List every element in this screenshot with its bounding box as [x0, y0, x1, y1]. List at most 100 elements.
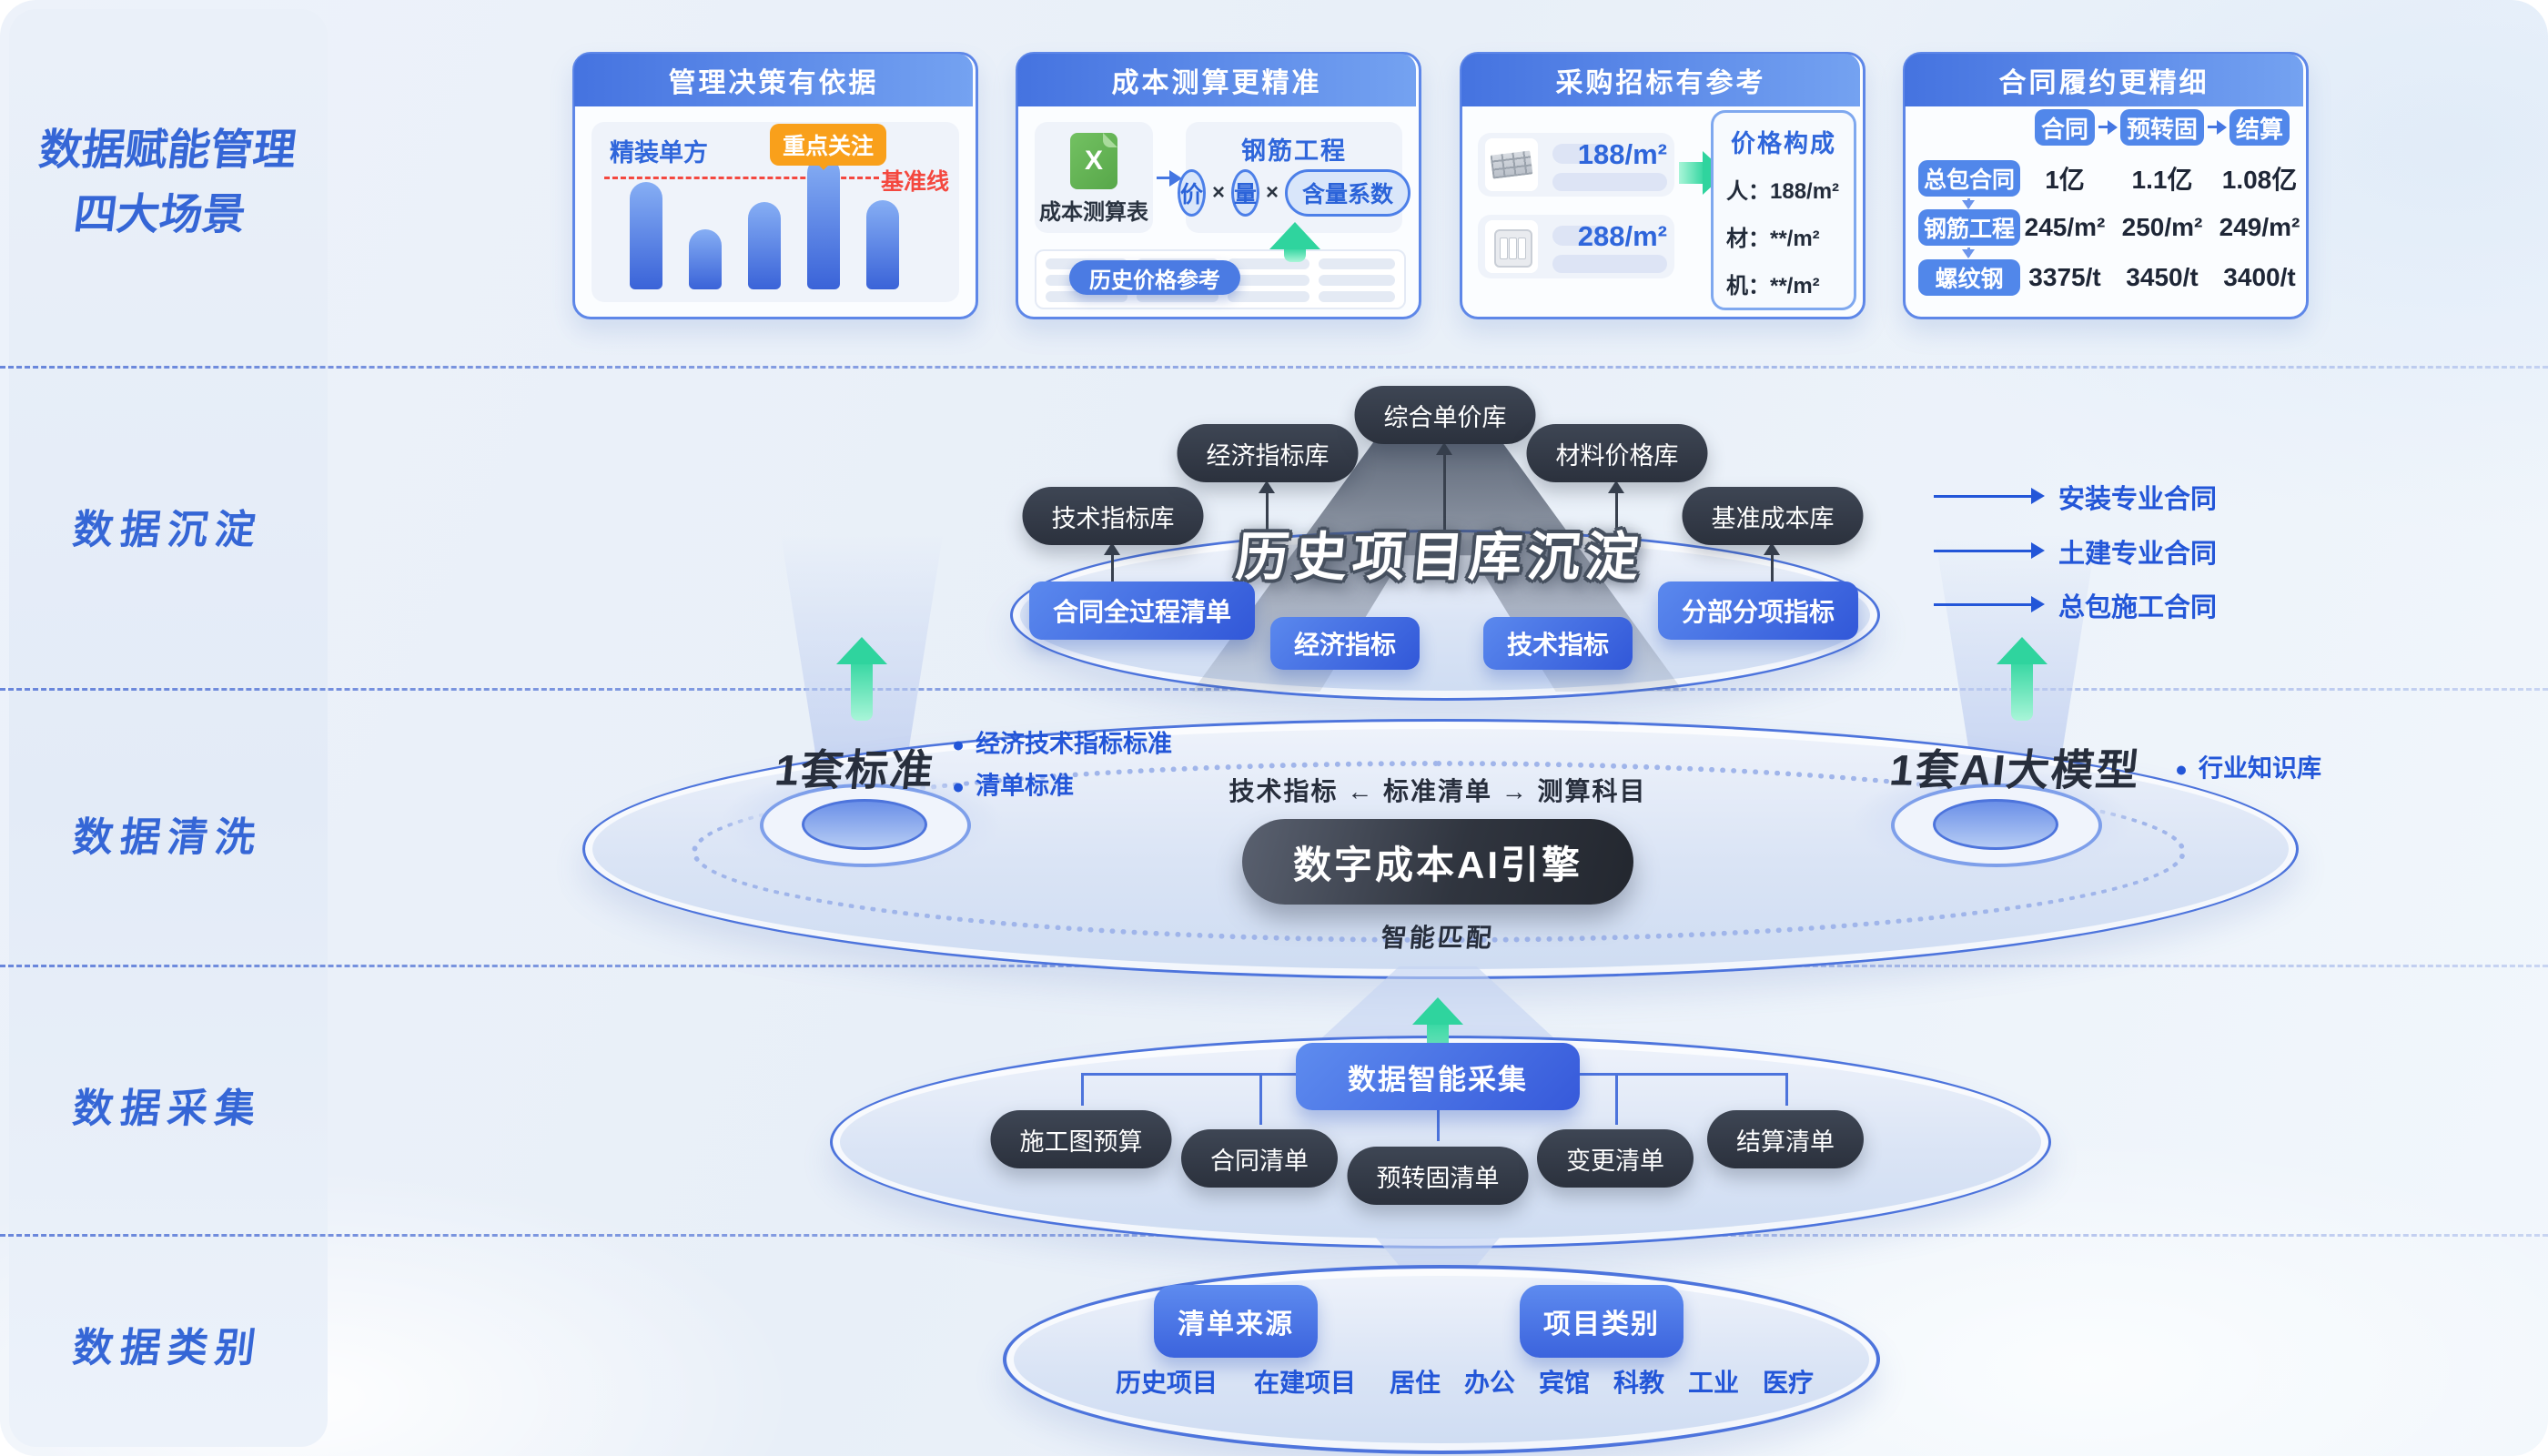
bullet-dot-icon — [2177, 765, 2186, 775]
list-item: 在建项目 — [1254, 1369, 1357, 1397]
connector-line — [1437, 1110, 1440, 1141]
table-cell: 1.1亿 — [2131, 166, 2193, 194]
pill-contract-process-list: 合同全过程清单 — [1028, 581, 1256, 640]
table-cell: 245/m² — [2024, 213, 2106, 241]
focus-badge: 重点关注 — [770, 124, 887, 166]
bar — [807, 157, 840, 289]
scenario-card-procurement: 采购招标有参考 188/m² 288/m² 价格构成 人：188/m² 材：**… — [1460, 52, 1866, 319]
dotted-ring — [692, 761, 2186, 943]
placeholder-row — [1319, 258, 1395, 269]
list-item: 工业 — [1688, 1369, 1740, 1397]
material-price-row: 材：**/m² — [1726, 227, 1820, 251]
crater-right-hole — [1933, 799, 2058, 850]
brick-image — [1485, 138, 1538, 191]
placeholder-pill — [1552, 226, 1609, 246]
sidebar-title-line2: 四大场景 — [71, 189, 249, 238]
excel-label: 成本测算表 — [1039, 200, 1148, 225]
list-item: 居住 — [1389, 1369, 1441, 1397]
scenario-card-contract: 合同履约更精细 合同 预转固 结算 总包合同 钢筋工程 螺纹钢 1亿 1.1亿 … — [1903, 52, 2309, 319]
list-source-items: 历史项目 在建项目 — [1116, 1363, 1356, 1400]
table-cell: 1.08亿 — [2221, 166, 2298, 194]
stage-pill-contract: 合同 — [2035, 109, 2095, 146]
connector-line — [1081, 1073, 1084, 1106]
pill-project-category: 项目类别 — [1520, 1285, 1684, 1358]
placeholder-row — [1319, 275, 1395, 286]
list-item: 医疗 — [1763, 1369, 1815, 1397]
sediment-big-title: 历史项目库沉淀 — [1233, 528, 1647, 587]
db-pill-econ-index: 经济指标库 — [1177, 424, 1359, 482]
pill-division-index: 分部分项指标 — [1657, 581, 1859, 640]
db-pill-material: 材料价格库 — [1526, 424, 1708, 482]
placeholder-row — [1228, 291, 1309, 302]
smart-collection-hub: 数据智能采集 — [1296, 1043, 1580, 1110]
bullet-dot-icon — [954, 741, 963, 751]
table-cell: 3450/t — [2126, 263, 2199, 291]
price-composition-title: 价格构成 — [1731, 130, 1836, 157]
formula-row: 价 × 量 × 含量系数 — [1177, 169, 1411, 217]
placeholder-pill — [1552, 144, 1609, 164]
smart-match-label: 智能匹配 — [1380, 924, 1496, 952]
list-item: 历史项目 — [1115, 1369, 1218, 1397]
pill-contract-list: 合同清单 — [1181, 1129, 1338, 1188]
placeholder-pill — [1552, 173, 1667, 191]
list-item: 办公 — [1463, 1369, 1515, 1397]
table-cell: 3400/t — [2223, 263, 2296, 291]
sidebar-label-cleaning: 数据清洗 — [70, 815, 266, 860]
ai-model-title: 1套AI大模型 — [1887, 745, 2143, 794]
list-item: 宾馆 — [1538, 1369, 1590, 1397]
mapping-flow-line: 技术指标 ← 标准清单 → 测算科目 — [1228, 777, 1647, 805]
db-pill-tech-index: 技术指标库 — [1022, 487, 1204, 545]
table-cell: 249/m² — [2219, 213, 2300, 241]
green-up-arrow-icon — [1997, 637, 2048, 721]
pill-list-source: 清单来源 — [1154, 1285, 1318, 1358]
arrow-right-icon — [1157, 170, 1182, 187]
bullet-industry-kb: 行业知识库 — [2177, 749, 2321, 784]
bullet-dot-icon — [954, 783, 963, 793]
coefficient-oval: 含量系数 — [1285, 169, 1411, 217]
bar — [866, 200, 899, 289]
labor-price-row: 人：188/m² — [1726, 179, 1840, 204]
ai-engine-pill: 数字成本AI引擎 — [1242, 819, 1633, 905]
arrow-down-icon — [1962, 198, 1975, 209]
bullet-list-standard: 清单标准 — [954, 766, 1074, 802]
green-up-arrow-icon — [836, 637, 887, 721]
db-pill-unit-price: 综合单价库 — [1354, 386, 1536, 444]
material-item-row: 288/m² — [1478, 215, 1674, 278]
sidebar-panel — [9, 9, 328, 1447]
unit-price: 188/m² — [1577, 138, 1667, 170]
price-composition-box: 价格构成 人：188/m² 材：**/m² 机：**/m² — [1711, 110, 1856, 310]
connector-line — [1615, 1073, 1618, 1125]
quantity-circle: 量 — [1231, 169, 1260, 217]
link-arrow-icon — [1934, 596, 2045, 612]
pill-pretransfer-list: 预转固清单 — [1347, 1147, 1529, 1205]
divider — [0, 366, 2548, 369]
pill-change-list: 变更清单 — [1537, 1129, 1694, 1188]
link-arrow-icon — [1934, 488, 2045, 504]
sidebar-label-sediment: 数据沉淀 — [70, 508, 266, 552]
bar — [748, 202, 781, 289]
link-general-contract: 总包施工合同 — [2058, 593, 2218, 622]
bar — [630, 182, 662, 289]
link-arrow-icon — [1934, 542, 2045, 559]
row-pill-rebar-steel: 螺纹钢 — [1918, 259, 2020, 296]
baseline-label: 基准线 — [881, 169, 950, 195]
arrow-right-icon — [2208, 120, 2227, 135]
history-price-pill: 历史价格参考 — [1069, 260, 1240, 295]
arrow-down-icon — [1962, 248, 1975, 258]
one-standard-title: 1套标准 — [773, 745, 937, 794]
category-platform-ellipse — [1003, 1265, 1880, 1454]
connector-line — [1580, 1073, 1787, 1076]
excel-source-box: X 成本测算表 — [1035, 122, 1153, 233]
times-sign: × — [1211, 180, 1225, 205]
bullet-econ-tech-standard: 经济技术指标标准 — [954, 724, 1172, 760]
scenario-card-cost: 成本测算更精准 X 成本测算表 钢筋工程 价 × 量 × 含量系数 — [1016, 52, 1421, 319]
pill-tech-index: 技术指标 — [1482, 617, 1633, 670]
green-up-arrow-icon — [1269, 222, 1320, 262]
card-title: 成本测算更精准 — [1017, 54, 1416, 106]
unit-price: 288/m² — [1577, 220, 1667, 252]
card-title: 采购招标有参考 — [1461, 54, 1860, 106]
price-circle: 价 — [1177, 169, 1206, 217]
row-pill-rebar-works: 钢筋工程 — [1918, 209, 2020, 246]
placeholder-row — [1228, 275, 1309, 286]
